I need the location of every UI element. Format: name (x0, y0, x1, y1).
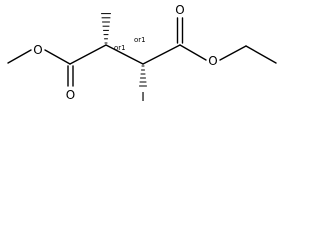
oxygen-carbonyl-left-label: O (66, 88, 75, 102)
oxygen-ester-right-label: O (208, 54, 217, 68)
bond-ethyl-methyl (245, 45, 277, 64)
oxygen-carbonyl-right-label: O (175, 3, 184, 17)
molecule-structure: O O O O I or1 or1 (7, 3, 277, 104)
bond-carbonyl-right-oxygen (179, 44, 207, 61)
bond-oxygen-carbonyl-left (44, 49, 71, 65)
bond-carbonyl-left-center (69, 44, 107, 65)
stereo-label-left: or1 (114, 44, 126, 52)
iodine-label: I (141, 90, 145, 104)
bond-center-carbonyl-right (142, 44, 181, 65)
bond-oxygen-ethyl (219, 45, 247, 61)
bond-methyl-oxygen (7, 49, 32, 64)
stereo-label-right: or1 (134, 36, 146, 44)
bond-center-center (105, 44, 144, 65)
hashed-wedge-iodine (139, 65, 147, 87)
oxygen-ester-left-label: O (33, 43, 42, 57)
hashed-wedge-methyl (101, 13, 111, 44)
